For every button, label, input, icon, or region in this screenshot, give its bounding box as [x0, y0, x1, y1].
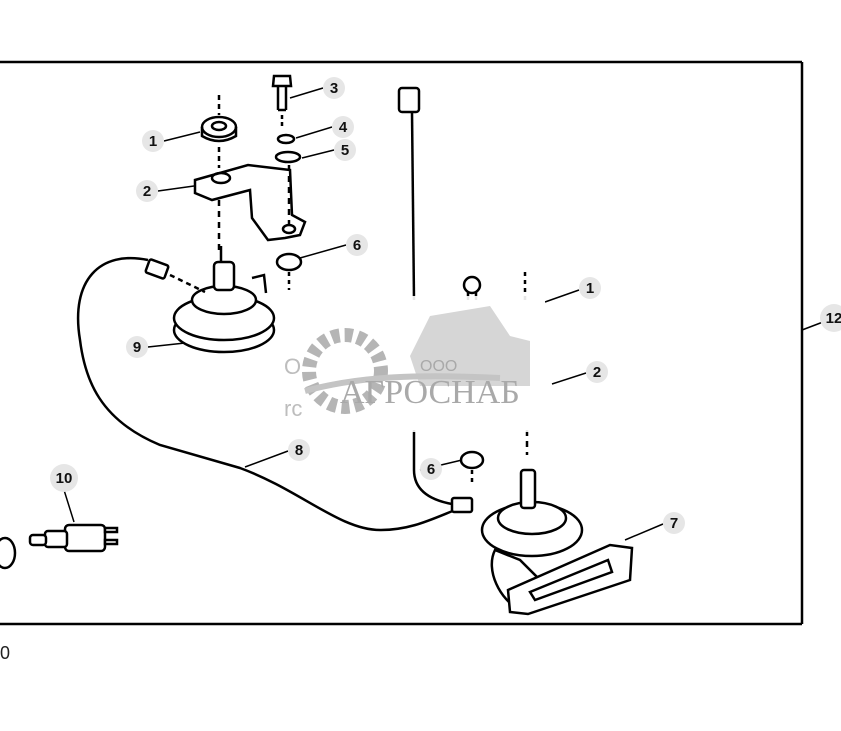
- watermark-prefix: ООО: [420, 358, 458, 375]
- leader-lines: [63, 87, 664, 541]
- callout-2-right: 2: [586, 361, 608, 383]
- callout-10-switch: 10: [50, 464, 78, 492]
- watermark-gear-icon: [302, 306, 530, 414]
- horn-7: [450, 468, 634, 616]
- callout-5-washer: 5: [334, 139, 356, 161]
- callout-6-right: 6: [420, 458, 442, 480]
- switch-10: [0, 523, 119, 570]
- watermark-brand: АГРОСНАБ: [340, 374, 520, 411]
- callout-2-bracket: 2: [136, 180, 158, 202]
- frame: [0, 60, 824, 626]
- upper-connector: [397, 86, 453, 506]
- callout-1-nut: 1: [142, 130, 164, 152]
- text-fragment-digit: 0: [0, 643, 11, 663]
- callout-6-nut: 6: [346, 234, 368, 256]
- callout-1-right: 1: [579, 277, 601, 299]
- watermark: ООО АГРОСНАБ: [300, 296, 545, 432]
- callout-4-lock-washer: 4: [332, 116, 354, 138]
- bracket-assembly: [193, 74, 307, 290]
- callout-8-wire: 8: [288, 439, 310, 461]
- callout-7-horn: 7: [663, 512, 685, 534]
- callout-9-horn: 9: [126, 336, 148, 358]
- wire-8: [76, 256, 456, 532]
- callout-12-kit: 12: [820, 304, 841, 332]
- horn-9: [144, 246, 276, 354]
- text-fragment-rc: rc: [284, 396, 303, 421]
- text-fragment-o: O: [284, 354, 302, 379]
- callout-3-bolt: 3: [323, 77, 345, 99]
